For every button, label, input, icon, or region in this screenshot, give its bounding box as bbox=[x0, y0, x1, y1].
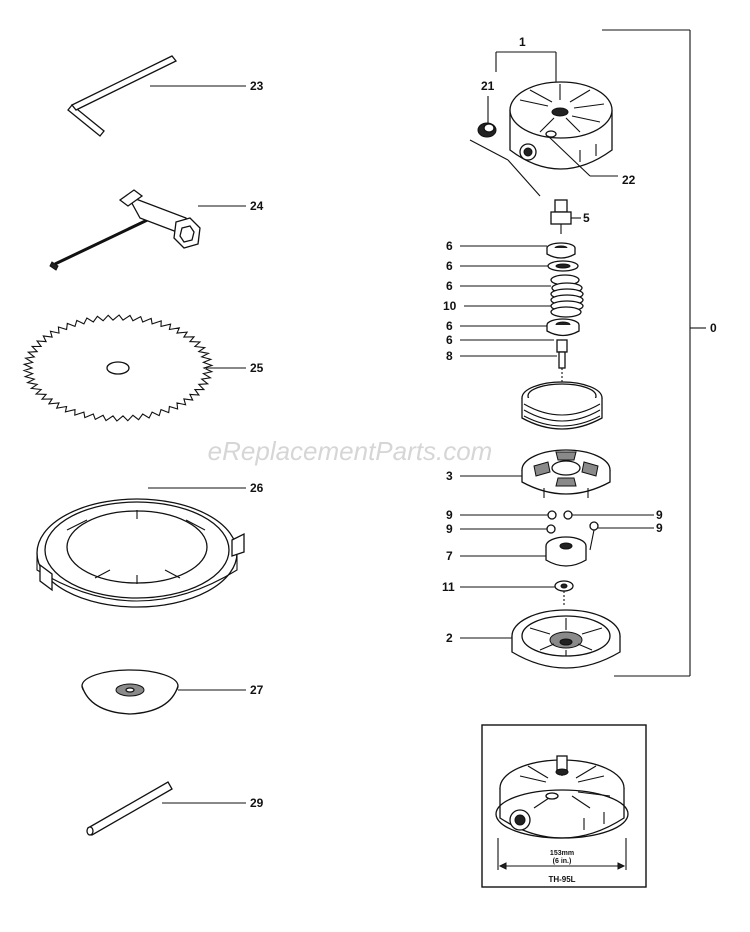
callout-5: 5 bbox=[583, 211, 590, 225]
part-9-balls bbox=[546, 510, 599, 534]
callout-9-d: 9 bbox=[656, 521, 663, 535]
callout-22: 22 bbox=[622, 173, 636, 187]
part-8-shaft bbox=[556, 339, 568, 382]
callout-0: 0 bbox=[710, 321, 717, 335]
callout-11: 11 bbox=[442, 580, 455, 594]
callout-6-c: 6 bbox=[446, 279, 453, 293]
inset-model-label: TH-95L bbox=[548, 875, 575, 884]
part-3-spool bbox=[521, 449, 611, 498]
callout-9-a: 9 bbox=[446, 508, 453, 522]
callout-3: 3 bbox=[446, 469, 453, 483]
callout-6-b: 6 bbox=[446, 259, 453, 273]
callout-1: 1 bbox=[519, 35, 526, 49]
callout-23: 23 bbox=[250, 79, 264, 93]
callout-9-c: 9 bbox=[656, 508, 663, 522]
callout-7: 7 bbox=[446, 549, 453, 563]
callout-25: 25 bbox=[250, 361, 264, 375]
inset-dimension-in: (6 in.) bbox=[553, 858, 572, 865]
watermark-text: eReplacementParts.com bbox=[208, 436, 493, 466]
part-10-spring bbox=[550, 282, 584, 318]
part-7-drive-hub bbox=[545, 529, 595, 567]
part-26-guard-ring bbox=[36, 487, 246, 608]
callout-8: 8 bbox=[446, 349, 453, 363]
callout-29: 29 bbox=[250, 796, 264, 810]
part-29-lock-pin bbox=[86, 781, 246, 836]
part-6-washer-set-upper bbox=[546, 242, 580, 286]
part-2-base bbox=[511, 609, 621, 669]
assembly-0-bracket bbox=[602, 29, 706, 677]
line-coil bbox=[521, 381, 603, 430]
part-1-housing bbox=[509, 81, 613, 170]
inset-dimension-mm: 153mm bbox=[550, 850, 574, 857]
part-27-cup-washer bbox=[81, 669, 246, 715]
callout-21: 21 bbox=[481, 79, 495, 93]
part-6-washer-set-lower bbox=[546, 318, 580, 337]
part-25-saw-blade bbox=[22, 314, 246, 422]
callout-10: 10 bbox=[443, 299, 457, 313]
callout-27: 27 bbox=[250, 683, 264, 697]
callout-24: 24 bbox=[250, 199, 264, 213]
part-11-washer bbox=[554, 580, 574, 606]
part-5-bolt bbox=[550, 199, 581, 234]
part-21-knob bbox=[469, 122, 541, 197]
callout-6-a: 6 bbox=[446, 239, 453, 253]
callout-26: 26 bbox=[250, 481, 264, 495]
part-24-box-wrench bbox=[49, 189, 246, 271]
callout-2: 2 bbox=[446, 631, 453, 645]
callout-9-b: 9 bbox=[446, 522, 453, 536]
assembled-head-inset bbox=[481, 724, 647, 888]
part-23-hex-key bbox=[67, 55, 246, 137]
callout-6-d: 6 bbox=[446, 319, 453, 333]
callout-6-e: 6 bbox=[446, 333, 453, 347]
